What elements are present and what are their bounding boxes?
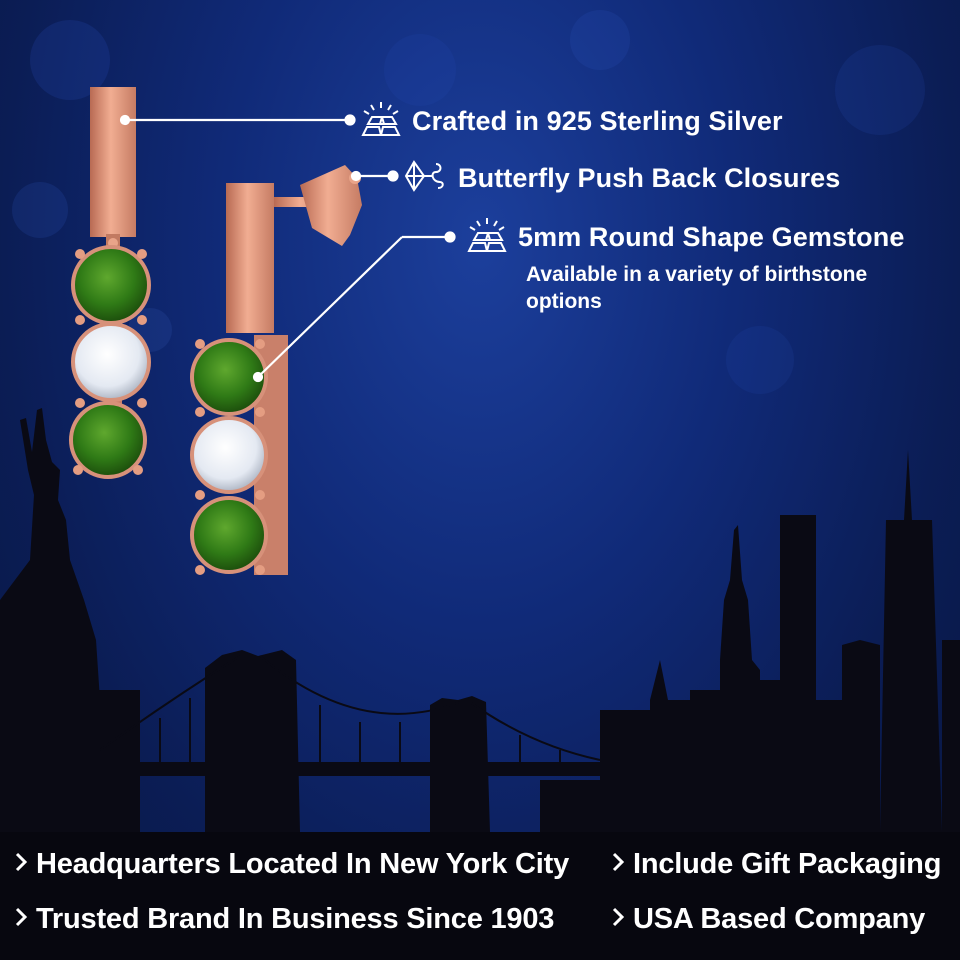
callout-leaders — [119, 114, 456, 383]
feature-text: USA Based Company — [633, 903, 926, 935]
callout-text: Butterfly Push Back Closures — [458, 163, 841, 193]
left-earring — [69, 87, 151, 479]
gold-bars-icon — [466, 216, 508, 259]
diamond-hook-icon — [402, 158, 448, 199]
feature-gift-packaging: Include Gift Packaging — [611, 848, 941, 881]
feature-usa-based: USA Based Company — [611, 903, 925, 936]
chevron-right-icon — [611, 848, 625, 881]
feature-text: Trusted Brand In Business Since 1903 — [36, 903, 555, 935]
chevron-right-icon — [611, 903, 625, 936]
callout-push-back: Butterfly Push Back Closures — [402, 158, 840, 199]
feature-text: Headquarters Located In New York City — [36, 848, 570, 880]
right-earring — [190, 165, 362, 575]
callout-text: Crafted in 925 Sterling Silver — [412, 106, 783, 136]
feature-trusted-brand: Trusted Brand In Business Since 1903 — [14, 903, 554, 936]
feature-headquarters: Headquarters Located In New York City — [14, 848, 569, 881]
callout-text: 5mm Round Shape Gemstone — [518, 222, 905, 252]
callout-sterling-silver: Crafted in 925 Sterling Silver — [360, 100, 783, 143]
chevron-right-icon — [14, 903, 28, 936]
features-bar: Headquarters Located In New York City In… — [0, 832, 960, 960]
chevron-right-icon — [14, 848, 28, 881]
callout-gemstone: 5mm Round Shape Gemstone — [466, 216, 904, 259]
callout-subtext: Available in a variety of birthstone opt… — [526, 263, 868, 313]
gold-bars-icon — [360, 100, 402, 143]
feature-text: Include Gift Packaging — [633, 848, 942, 880]
